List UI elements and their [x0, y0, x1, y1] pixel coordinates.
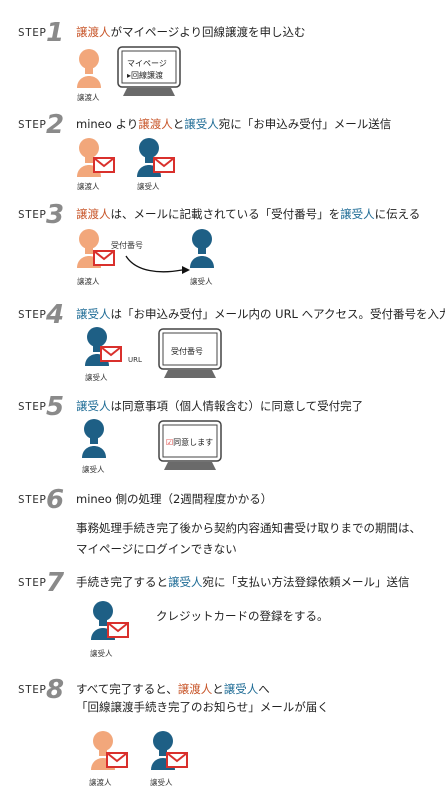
mail-icon [166, 752, 188, 768]
step-2-text: mineo より譲渡人と譲受人宛に「お申込み受付」メール送信 [76, 117, 392, 131]
step-8-text: すべて完了すると、譲渡人と譲受人へ [76, 682, 270, 696]
step-8-text-line2: 「回線譲渡手続き完了のお知らせ」メールが届く [76, 700, 329, 714]
receiver-caption: 譲受人 [137, 182, 160, 191]
mail-icon [106, 752, 128, 768]
giver-caption: 譲渡人 [77, 182, 100, 191]
receiver-caption: 譲受人 [90, 649, 113, 658]
step-3-flow-label: 受付番号 [111, 241, 143, 250]
step-4-screen-text: 受付番号 [171, 347, 203, 356]
step-7-text: 手続き完了すると譲受人宛に「支払い方法登録依頼メール」送信 [76, 575, 410, 589]
receiver-caption: 譲受人 [150, 778, 173, 787]
step-7-number: 7 [46, 568, 65, 598]
step-8-number: 8 [46, 675, 65, 705]
step-7-note: クレジットカードの登録をする。 [156, 609, 329, 623]
step-3-label: STEP [18, 208, 47, 221]
step-4-text: 譲受人は「お申込み受付」メール内の URL へアクセス。受付番号を入力 [76, 307, 445, 321]
giver-caption: 譲渡人 [89, 778, 112, 787]
step-6-text: mineo 側の処理（2週間程度かかる） [76, 492, 273, 506]
giver-person-icon [74, 48, 104, 88]
monitor-icon [158, 328, 222, 378]
step-1-number: 1 [46, 18, 65, 48]
mail-icon [153, 157, 175, 173]
monitor-icon [117, 46, 181, 96]
step-1-screen-line2: ▸回線譲渡 [127, 71, 164, 80]
monitor-icon [158, 420, 222, 470]
giver-caption: 譲渡人 [77, 277, 100, 286]
receiver-person-icon [79, 418, 109, 458]
step-1-text: 譲渡人がマイページより回線譲渡を申し込む [76, 25, 306, 39]
receiver-caption: 譲受人 [190, 277, 213, 286]
step-6-note-line1: 事務処理手続き完了後から契約内容通知書受け取りまでの期間は、 [76, 521, 421, 535]
step-3-number: 3 [46, 200, 65, 230]
mail-icon [93, 250, 115, 266]
step-6-label: STEP [18, 493, 47, 506]
step-5-number: 5 [46, 392, 65, 422]
step-6-number: 6 [46, 485, 65, 515]
step-4-number: 4 [46, 300, 65, 330]
receiver-caption: 譲受人 [82, 465, 105, 474]
receiver-person-icon [187, 228, 217, 268]
step-1-screen-line1: マイページ [127, 59, 167, 68]
checkbox-icon: ☑ [166, 438, 174, 447]
receiver-caption: 譲受人 [85, 373, 108, 382]
step-8-label: STEP [18, 683, 47, 696]
arrow-icon [125, 255, 190, 274]
step-2-number: 2 [46, 110, 65, 140]
step-4-label: STEP [18, 308, 47, 321]
mail-icon [107, 622, 129, 638]
step-5-label: STEP [18, 400, 47, 413]
step-2-label: STEP [18, 118, 47, 131]
step-5-text: 譲受人は同意事項（個人情報含む）に同意して受付完了 [76, 399, 364, 413]
step-4-url-label: URL [128, 356, 142, 364]
step-5-screen-text: ☑同意します [166, 438, 214, 447]
mail-icon [93, 157, 115, 173]
step-1-label: STEP [18, 26, 47, 39]
giver-caption: 譲渡人 [77, 93, 100, 102]
step-7-label: STEP [18, 576, 47, 589]
mail-icon [100, 346, 122, 362]
step-3-text: 譲渡人は、メールに記載されている「受付番号」を譲受人に伝える [76, 207, 421, 221]
step-6-note-line2: マイページにログインできない [76, 542, 237, 556]
